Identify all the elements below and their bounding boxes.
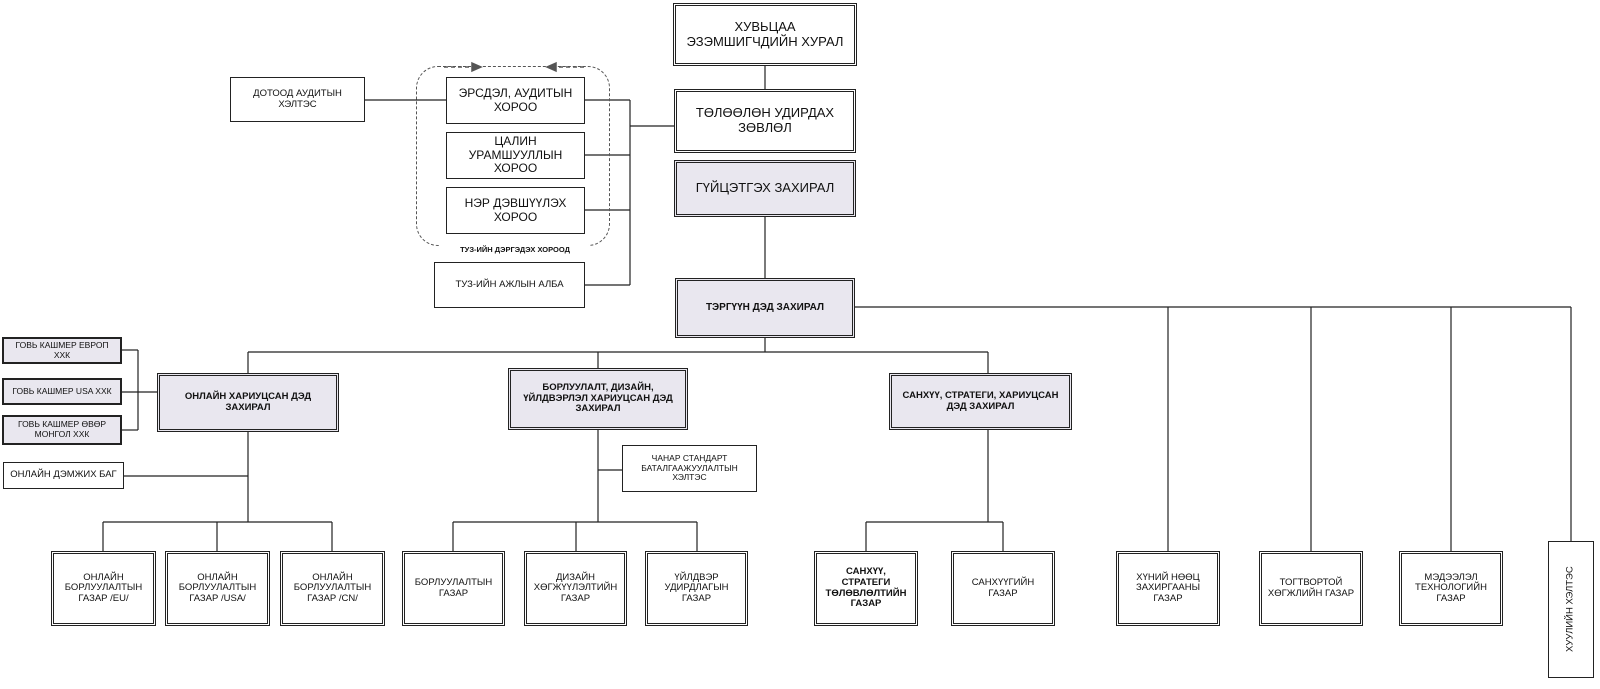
board-secretariat-box[interactable]: ТУЗ-ИЙН АЖЛЫН АЛБА: [434, 262, 585, 308]
sustainability-department-box[interactable]: ТОГТВОРТОЙ ХӨГЖЛИЙН ГАЗАР: [1259, 551, 1363, 626]
first-deputy-director-box[interactable]: ТЭРГҮҮН ДЭД ЗАХИРАЛ: [675, 278, 855, 338]
finance-strategy-planning-box[interactable]: САНХҮҮ, СТРАТЕГИ ТӨЛӨВЛӨЛТИЙН ГАЗАР: [814, 551, 918, 626]
online-support-team-box[interactable]: ОНЛАЙН ДЭМЖИХ БАГ: [3, 462, 124, 489]
sales-design-production-deputy-box[interactable]: БОРЛУУЛАЛТ, ДИЗАЙН, ҮЙЛДВЭРЛЭЛ ХАРИУЦСАН…: [508, 368, 688, 430]
finance-department-box[interactable]: САНХҮҮГИЙН ГАЗАР: [951, 551, 1055, 626]
gobi-cashmere-europe-box[interactable]: ГОВЬ КАШМЕР ЕВРОП ХХК: [2, 337, 122, 364]
hr-department-box[interactable]: ХҮНИЙ НӨӨЦ ЗАХИРГААНЫ ГАЗАР: [1116, 551, 1220, 626]
it-department-box[interactable]: МЭДЭЭЛЭЛ ТЕХНОЛОГИЙН ГАЗАР: [1399, 551, 1503, 626]
production-department-box[interactable]: ҮЙЛДВЭР УДИРДЛАГЫН ГАЗАР: [645, 551, 748, 626]
quality-assurance-box[interactable]: ЧАНАР СТАНДАРТ БАТАЛГААЖУУЛАЛТЫН ХЭЛТЭС: [622, 445, 757, 492]
gobi-cashmere-usa-box[interactable]: ГОВЬ КАШМЕР USA ХХК: [2, 378, 122, 405]
remuneration-committee-box[interactable]: ЦАЛИН УРАМШУУЛЛЫН ХОРОО: [446, 132, 585, 179]
finance-strategy-deputy-box[interactable]: САНХҮҮ, СТРАТЕГИ, ХАРИУЦСАН ДЭД ЗАХИРАЛ: [889, 373, 1072, 430]
gobi-cashmere-inner-mongolia-box[interactable]: ГОВЬ КАШМЕР ӨВӨР МОНГОЛ ХХК: [2, 415, 122, 445]
online-sales-usa-box[interactable]: ОНЛАЙН БОРЛУУЛАЛТЫН ГАЗАР /USA/: [165, 551, 270, 626]
shareholders-meeting-box[interactable]: ХУВЬЦАА ЭЗЭМШИГЧДИЙН ХУРАЛ: [673, 3, 857, 66]
design-department-box[interactable]: ДИЗАЙН ХӨГЖҮҮЛЭЛТИЙН ГАЗАР: [524, 551, 627, 626]
board-of-directors-box[interactable]: ТӨЛӨӨЛӨН УДИРДАХ ЗӨВЛӨЛ: [674, 89, 856, 153]
online-sales-eu-box[interactable]: ОНЛАЙН БОРЛУУЛАЛТЫН ГАЗАР /EU/: [51, 551, 156, 626]
committees-group-label: ТУЗ-ИЙН ДЭРГЭДЭХ ХОРООД: [440, 245, 590, 254]
nomination-committee-box[interactable]: НЭР ДЭВШҮҮЛЭХ ХОРОО: [446, 187, 585, 234]
legal-department-box[interactable]: ХУУЛИЙН ХЭЛТЭС: [1548, 541, 1594, 678]
internal-audit-box[interactable]: ДОТООД АУДИТЫН ХЭЛТЭС: [230, 77, 365, 122]
online-deputy-director-box[interactable]: ОНЛАЙН ХАРИУЦСАН ДЭД ЗАХИРАЛ: [157, 373, 339, 432]
ceo-box[interactable]: ГҮЙЦЭТГЭХ ЗАХИРАЛ: [674, 160, 856, 217]
sales-department-box[interactable]: БОРЛУУЛАЛТЫН ГАЗАР: [402, 551, 505, 626]
risk-audit-committee-box[interactable]: ЭРСДЭЛ, АУДИТЫН ХОРОО: [446, 77, 585, 124]
online-sales-cn-box[interactable]: ОНЛАЙН БОРЛУУЛАЛТЫН ГАЗАР /CN/: [280, 551, 385, 626]
